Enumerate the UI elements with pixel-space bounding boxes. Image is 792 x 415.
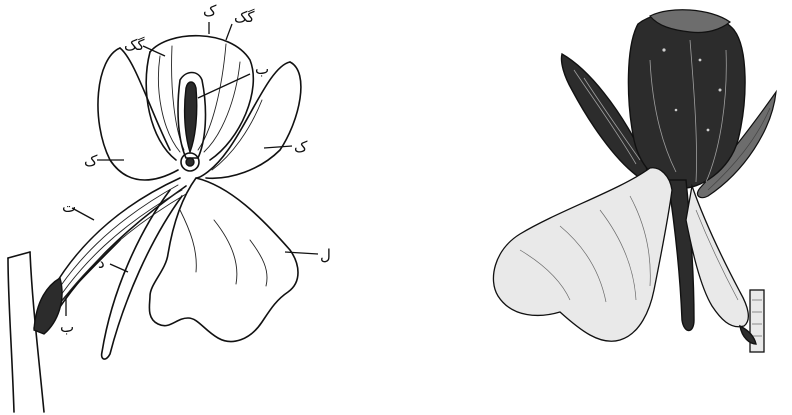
lip-shaded: [493, 168, 672, 342]
label-k-right: ک: [294, 138, 308, 156]
label-d: د: [98, 254, 105, 272]
label-k-left: ک: [84, 152, 98, 170]
ovary-stalk: [34, 178, 186, 334]
column: [178, 73, 205, 172]
label-l: ل: [320, 246, 331, 264]
label-k-top: ک: [203, 2, 217, 20]
label-b-upper: ب: [255, 60, 269, 78]
hood-shaded: [628, 12, 745, 188]
labeled-flower-line-drawing: ک گک گک ب ک ک ت ل د ب: [8, 2, 331, 412]
lip-right-lobe: [686, 186, 748, 327]
label-gk-right: گک: [234, 8, 255, 26]
label-gk-left: گک: [124, 36, 145, 54]
label-b-lower: ب: [60, 318, 74, 336]
shaded-flower-illustration: [493, 10, 776, 352]
label-t: ت: [62, 198, 76, 216]
